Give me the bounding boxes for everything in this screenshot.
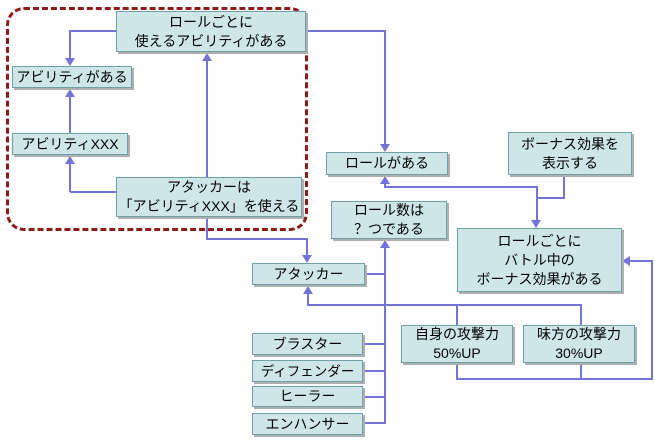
- arrowhead-left: [622, 256, 630, 266]
- node-role-battle-bonus: ロールごとに バトル中の ボーナス効果がある: [457, 228, 622, 292]
- arrowhead-down: [380, 144, 390, 152]
- connector-bonus-loop: [307, 293, 309, 305]
- node-bonus-display: ボーナス効果を 表示する: [508, 132, 632, 175]
- connector-role-abilities-to-role-exists: [384, 30, 386, 145]
- arrowhead-up: [303, 286, 313, 294]
- node-self-attack-up: 自身の攻撃力 50%UP: [401, 325, 513, 363]
- node-ally-attack-up: 味方の攻撃力 30%UP: [523, 325, 635, 363]
- connector-ability-xxx-to-ability-exists: [69, 96, 71, 133]
- connector-bonus-loop: [580, 363, 582, 379]
- node-defender: ディフェンダー: [252, 360, 363, 382]
- connector-defender-link: [363, 370, 386, 372]
- arrowhead-down: [302, 255, 312, 263]
- arrowhead-up: [202, 53, 212, 61]
- node-ability-xxx: アビリティXXX: [12, 133, 128, 155]
- connector-role-battle-bonus-to-role-exists: [384, 183, 386, 188]
- node-blaster: ブラスター: [252, 333, 363, 355]
- connector-attacker-uses-to-role-abilities: [206, 60, 208, 177]
- connector-bonus-loop: [307, 304, 582, 306]
- connector-bonus-loop: [456, 378, 653, 380]
- arrowhead-up: [65, 89, 75, 97]
- connector-roles-to-role-count: [384, 247, 386, 424]
- connector-healer-link: [363, 396, 386, 398]
- arrowhead-up: [65, 156, 75, 164]
- connector-blaster-link: [363, 343, 386, 345]
- connector-bonus-display-to-role-battle-bonus: [537, 197, 565, 199]
- arrowhead-up: [380, 240, 390, 248]
- node-attacker-uses: アタッカーは 「アビリティXXX」を使える: [116, 177, 302, 217]
- connector-role-battle-bonus-to-role-exists: [536, 186, 538, 221]
- connector-role-abilities-to-ability-exists: [69, 30, 71, 58]
- connector-attacker-uses-to-attacker: [306, 240, 308, 256]
- connector-bonus-loop: [651, 262, 653, 380]
- arrowhead-up: [380, 176, 390, 184]
- connector-bonus-display-to-role-battle-bonus: [563, 175, 565, 199]
- node-ability-exists: アビリティがある: [12, 66, 132, 88]
- connector-role-battle-bonus-to-role-exists: [384, 186, 538, 188]
- connector-enhancer-link: [363, 422, 386, 424]
- arrowhead-down: [65, 58, 75, 66]
- dashed-boundary: [6, 7, 308, 231]
- node-healer: ヒーラー: [252, 386, 363, 407]
- node-role-abilities: ロールごとに 使えるアビリティがある: [116, 11, 306, 52]
- node-role-exists: ロールがある: [326, 152, 448, 175]
- connector-attacker-uses-to-ability-xxx: [70, 191, 116, 193]
- connector-bonus-loop: [456, 363, 458, 379]
- connector-role-abilities-to-role-exists: [306, 30, 386, 32]
- node-enhancer: エンハンサー: [252, 413, 363, 435]
- connector-attacker-uses-to-attacker: [206, 238, 308, 240]
- connector-bonus-loop: [580, 306, 582, 325]
- node-role-count: ロール数は ？つである: [331, 201, 447, 239]
- connector-attacker-uses-to-attacker: [206, 217, 208, 240]
- connector-attacker-link: [365, 273, 385, 275]
- connector-attacker-uses-to-ability-xxx: [69, 163, 71, 192]
- connector-bonus-loop: [456, 306, 458, 325]
- connector-role-abilities-to-ability-exists: [70, 30, 116, 32]
- arrowhead-down: [531, 220, 541, 228]
- node-attacker: アタッカー: [252, 263, 365, 285]
- connector-bonus-loop: [630, 260, 653, 262]
